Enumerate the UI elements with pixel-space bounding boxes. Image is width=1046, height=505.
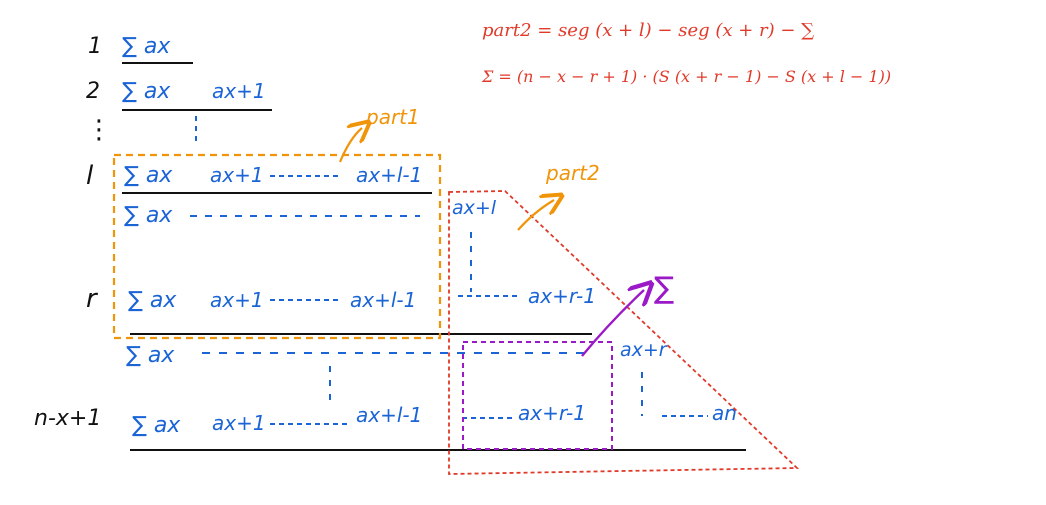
sigma-arrow (581, 290, 644, 357)
term-sum-ax-row-1: ∑ ax (122, 34, 171, 59)
term-ax1-row-l: ax+1 (210, 163, 264, 187)
formula-sigma: Σ = (n − x − r + 1) · (S (x + r − 1) − S… (481, 67, 891, 86)
part2-label: part2 (545, 161, 600, 185)
sigma-region (462, 341, 613, 450)
term-sum-ax-row-2: ∑ ax (122, 79, 171, 104)
term-ax1-row-r: ax+1 (210, 288, 264, 312)
term-sum-ax-row-r1: ∑ ax (126, 343, 175, 368)
term-axr-row-r1: ax+r (620, 339, 668, 361)
row-label-r: r (86, 284, 99, 314)
sigma-label: ∑ (654, 271, 674, 306)
term-sum-ax-row-l: ∑ ax (124, 163, 173, 188)
term-sum-ax-row-l1: ∑ ax (124, 203, 173, 228)
term-axl-row-l1: ax+l (452, 197, 497, 219)
term-sum-ax-row-n: ∑ ax (132, 413, 181, 438)
row-label-l: l (86, 161, 94, 191)
row-label-dots: ⋮ (86, 115, 112, 145)
row-label-2: 2 (86, 79, 100, 104)
row-label-n-x-1: n-x+1 (34, 406, 101, 431)
part1-arrow (338, 128, 362, 163)
part1-label: part1 (365, 105, 420, 129)
term-axr1-row-n: ax+r-1 (518, 401, 586, 425)
term-axl1-row-r: ax+l-1 (350, 288, 416, 312)
formula-part2: part2 = seg (x + l) − seg (x + r) − ∑ (482, 20, 814, 41)
part2-region (448, 190, 800, 475)
term-axl1-row-l: ax+l-1 (356, 163, 422, 187)
term-axl1-row-n: ax+l-1 (356, 403, 422, 427)
term-axr1-row-r: ax+r-1 (528, 284, 596, 308)
term-ax1-row-2: ax+1 (212, 79, 266, 103)
part2-arrow (517, 200, 554, 231)
row-label-1: 1 (88, 34, 102, 59)
term-sum-ax-row-r: ∑ ax (128, 288, 177, 313)
term-an-row-n: an (712, 401, 737, 425)
part1-region (112, 153, 442, 340)
term-ax1-row-n: ax+1 (212, 411, 266, 435)
